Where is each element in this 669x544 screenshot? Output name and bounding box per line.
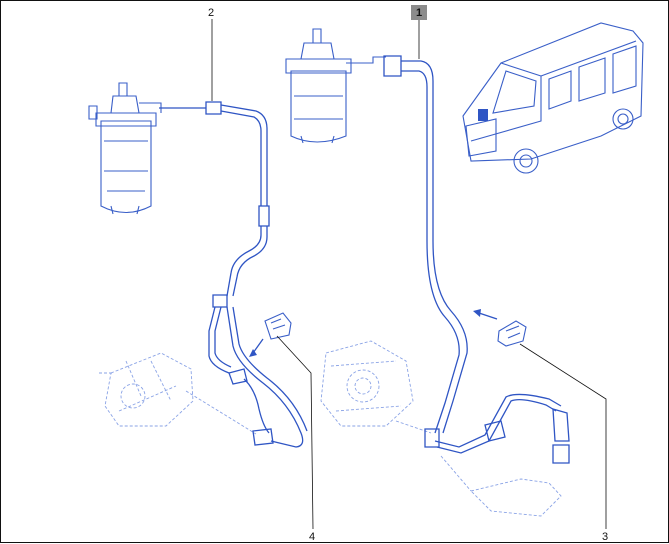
fuel-hose-left (159, 101, 308, 448)
injection-pump-left (99, 352, 257, 435)
callout-1-highlight (411, 5, 427, 20)
leader-3 (519, 343, 607, 529)
fuel-filter-center (285, 28, 386, 144)
fuel-filter-left (88, 82, 162, 215)
callout-4: 4 (309, 531, 315, 543)
svg-text:2: 2 (208, 7, 214, 19)
callout-2: 2 (208, 7, 214, 19)
leader-lines (211, 19, 607, 530)
svg-text:3: 3 (602, 531, 608, 543)
callout-1: 1 (411, 5, 427, 20)
leader-4 (276, 335, 314, 530)
hose-clip-right (473, 309, 527, 347)
van-pictogram (462, 22, 644, 174)
fuel-hose-right (383, 55, 570, 464)
svg-text:1: 1 (416, 7, 422, 19)
hose-clip-left (249, 312, 292, 357)
callout-3: 3 (602, 531, 608, 543)
svg-text:4: 4 (309, 531, 315, 543)
engine-location-marker (478, 109, 488, 121)
injection-pump-right (320, 340, 562, 517)
